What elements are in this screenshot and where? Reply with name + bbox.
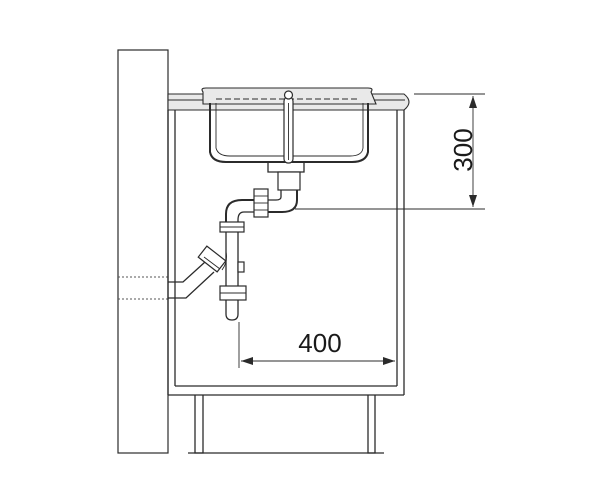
cabinet-plinth (188, 395, 384, 454)
arrow-icon (469, 96, 477, 108)
trap-elbow (225, 188, 298, 222)
height-dimension: 300 (295, 93, 485, 210)
drain-pipe (219, 221, 247, 321)
overflow-pipe (283, 90, 294, 164)
waste-outlet (168, 245, 227, 299)
arrow-icon (469, 195, 477, 207)
wall (117, 49, 169, 454)
width-dimension: 400 (238, 322, 395, 368)
height-dimension-label: 300 (448, 128, 478, 171)
cabinet (167, 110, 405, 396)
width-dimension-label: 400 (298, 328, 341, 358)
arrow-icon (241, 357, 253, 365)
drain-outlet (267, 162, 305, 191)
arrow-icon (383, 357, 395, 365)
